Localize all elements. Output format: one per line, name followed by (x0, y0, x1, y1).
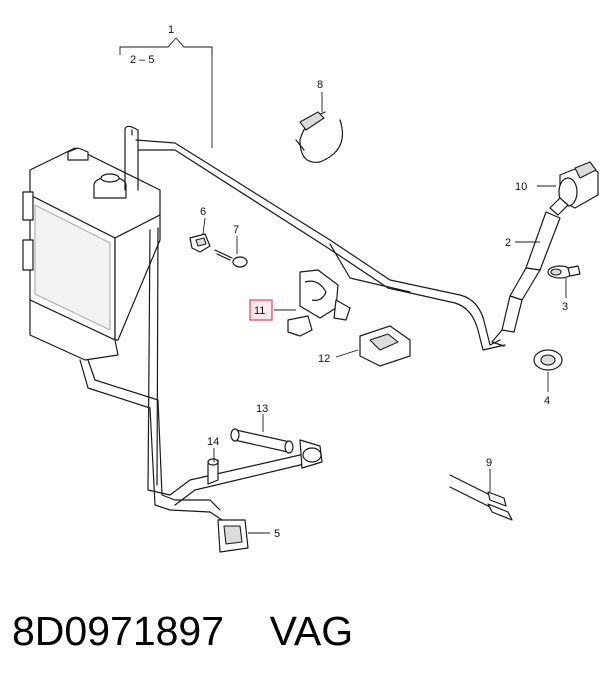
screw-7 (214, 249, 248, 268)
callout-10: 10 (515, 181, 527, 193)
grommet (533, 349, 563, 371)
exploded-parts-diagram: 1 2 – 5 (22, 24, 599, 553)
callout-1-range: 2 – 5 (130, 54, 154, 66)
bracket-11 (287, 269, 351, 337)
callout-12: 12 (318, 353, 330, 365)
charcoal-canister (22, 125, 161, 361)
callout-4: 4 (544, 395, 550, 407)
cable-tie (295, 111, 344, 163)
callout-1: 1 (168, 24, 174, 36)
callout-5: 5 (274, 528, 280, 540)
callout-6: 6 (200, 206, 206, 218)
part-number-caption: 8D0971897 VAG (12, 600, 592, 662)
callout-7: 7 (233, 224, 239, 236)
callout-8: 8 (317, 79, 323, 91)
part-number: 8D0971897 (12, 608, 225, 654)
brand-name: VAG (269, 608, 354, 654)
callout-9: 9 (486, 457, 492, 469)
hose-13 (230, 428, 294, 454)
callout-11: 11 (254, 305, 265, 317)
hose-section (491, 211, 561, 347)
hose-clamp (547, 265, 581, 279)
solenoid-valve (549, 161, 599, 216)
connectors-9 (449, 474, 513, 521)
callout-14: 14 (207, 436, 219, 448)
clip-5 (217, 519, 249, 553)
leader-lines (202, 92, 567, 534)
callout-3: 3 (562, 301, 568, 313)
clip-6 (189, 233, 211, 253)
callout-13: 13 (256, 403, 268, 415)
callout-11-highlight (249, 299, 273, 321)
callout-1-bracket (119, 37, 213, 148)
callout-2: 2 (505, 237, 511, 249)
hose-14 (207, 439, 323, 485)
clip-12 (359, 325, 411, 367)
